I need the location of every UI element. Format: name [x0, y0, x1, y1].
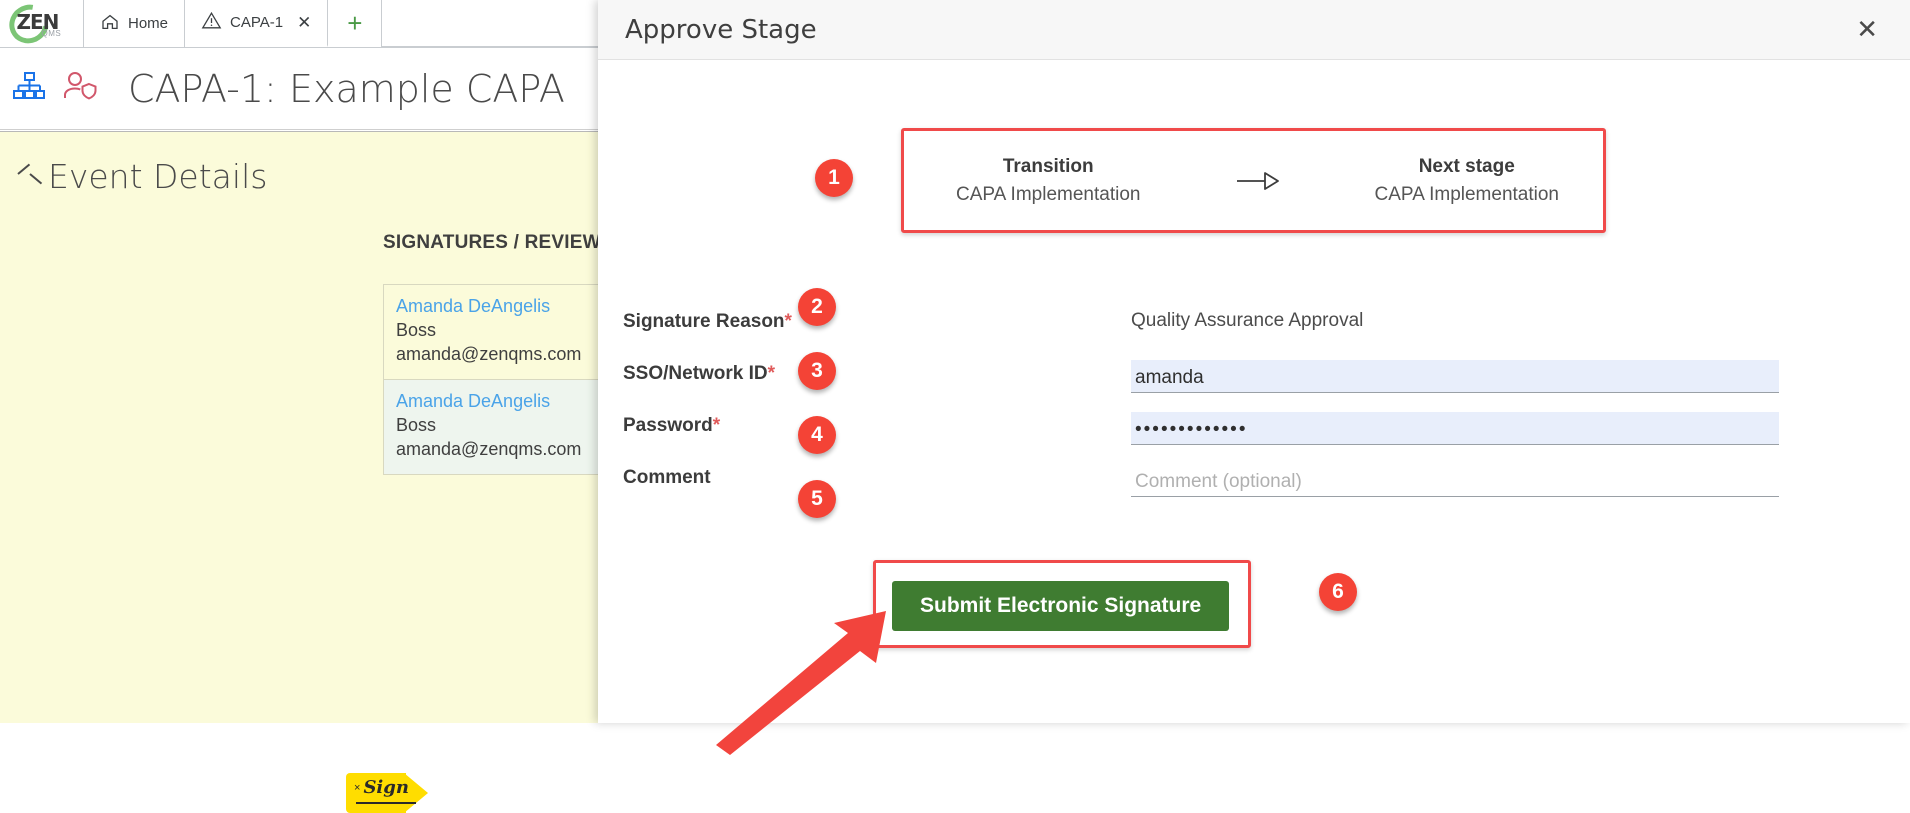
transition-summary-highlight: Transition CAPA Implementation Next stag…	[901, 128, 1606, 233]
modal-header: Approve Stage ✕	[598, 0, 1910, 60]
annotation-badge-5: 5	[798, 480, 836, 518]
sign-tag-word: Sign	[363, 777, 409, 798]
signature-email: amanda@zenqms.com	[396, 343, 582, 364]
sso-network-id-label: SSO/Network ID*	[623, 363, 776, 384]
zenqms-logo[interactable]: ZEN QMS	[0, 0, 84, 51]
annotation-badge-4: 4	[798, 416, 836, 454]
transition-from: Transition CAPA Implementation	[956, 156, 1140, 206]
annotation-badge-2: 2	[798, 288, 836, 326]
annotation-badge-6: 6	[1319, 573, 1357, 611]
comment-input[interactable]	[1131, 464, 1779, 497]
chevron-up-icon	[18, 167, 40, 180]
transition-to-heading: Next stage	[1418, 155, 1515, 177]
signature-role: Boss	[396, 414, 437, 435]
event-details-section-header[interactable]: Event Details	[18, 157, 267, 196]
signature-reason-label: Signature Reason*	[623, 311, 792, 332]
signature-reason-value: Quality Assurance Approval	[1131, 310, 1364, 331]
org-chart-icon[interactable]	[12, 71, 46, 106]
transition-to: Next stage CAPA Implementation	[1375, 156, 1559, 206]
password-input[interactable]	[1131, 412, 1779, 445]
required-marker: *	[712, 415, 721, 436]
annotation-badge-1: 1	[815, 159, 853, 197]
transition-summary: Transition CAPA Implementation Next stag…	[904, 131, 1603, 230]
tab-close-icon[interactable]: ✕	[297, 12, 312, 32]
sign-tag-underline	[356, 802, 416, 804]
tab-capa-1-label: CAPA-1	[230, 14, 284, 31]
home-icon	[100, 12, 120, 36]
sso-network-id-input[interactable]	[1131, 360, 1779, 393]
required-marker: *	[767, 363, 776, 384]
page-title: CAPA-1: Example CAPA	[128, 66, 565, 111]
transition-from-heading: Transition	[1002, 155, 1094, 177]
modal-body: 1 Transition CAPA Implementation Next st…	[598, 60, 1910, 755]
signature-role: Boss	[396, 319, 437, 340]
transition-from-value: CAPA Implementation	[956, 183, 1141, 205]
sign-tag-badge[interactable]: ×Sign	[346, 773, 430, 813]
tab-home[interactable]: Home	[84, 0, 186, 47]
new-tab-button[interactable]: +	[328, 0, 383, 47]
required-marker: *	[784, 311, 792, 332]
warning-triangle-icon	[201, 11, 222, 34]
signature-email: amanda@zenqms.com	[396, 438, 582, 459]
password-label: Password*	[623, 415, 721, 436]
annotation-arrow-icon	[708, 605, 898, 755]
logo-qms-text: QMS	[41, 28, 62, 38]
tab-home-label: Home	[128, 15, 169, 32]
comment-label: Comment	[623, 467, 711, 488]
close-icon[interactable]: ✕	[1856, 14, 1878, 45]
signatures-title: SIGNATURES / REVIEW	[383, 232, 601, 253]
annotation-badge-3: 3	[798, 352, 836, 390]
submit-electronic-signature-button[interactable]: Submit Electronic Signature	[892, 581, 1230, 631]
sign-tag-x-mark: ×	[354, 782, 361, 794]
approve-stage-modal: Approve Stage ✕ 1 Transition CAPA Implem…	[598, 0, 1910, 755]
event-details-label: Event Details	[48, 157, 268, 196]
modal-title: Approve Stage	[625, 14, 817, 45]
signature-name[interactable]: Amanda DeAngelis	[396, 390, 551, 411]
signature-name[interactable]: Amanda DeAngelis	[396, 296, 551, 316]
logo-zen-text: ZEN	[16, 9, 60, 34]
arrow-right-outline-icon	[1235, 168, 1281, 194]
tab-capa-1[interactable]: CAPA-1 ✕	[185, 0, 329, 47]
person-shield-icon[interactable]	[62, 71, 98, 106]
transition-to-value: CAPA Implementation	[1374, 183, 1559, 205]
sign-tag-label: ×Sign	[354, 777, 409, 798]
